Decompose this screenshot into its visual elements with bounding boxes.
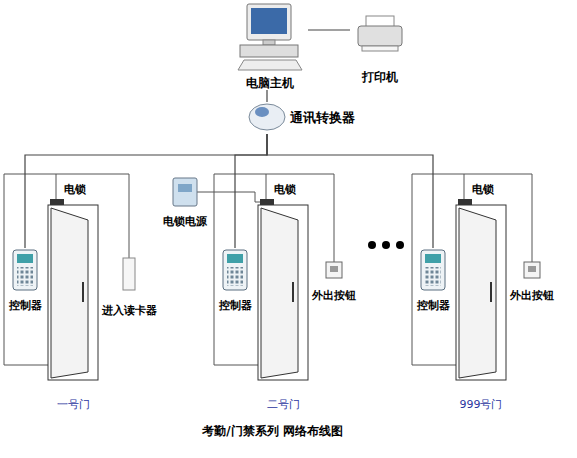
part-label: 电锁 xyxy=(64,183,86,196)
controller: 控制器 xyxy=(414,248,452,312)
part-label: 电锁 xyxy=(274,183,296,196)
converter: 通讯转换器 xyxy=(244,102,361,134)
connector xyxy=(25,134,267,248)
card-reader-icon xyxy=(123,258,135,290)
card-reader: 进入读卡器 xyxy=(100,255,159,317)
device-label: 通讯转换器 xyxy=(290,110,355,126)
device-label: 进入读卡器 xyxy=(102,304,157,317)
power-supply-icon xyxy=(173,178,197,206)
lock-power: 电锁电源 xyxy=(160,176,210,228)
door: 一号门 xyxy=(46,203,100,411)
connector xyxy=(267,134,433,248)
connector xyxy=(235,134,267,248)
ellipsis-dots xyxy=(368,241,404,249)
device-label: 一号门 xyxy=(57,398,90,411)
device-label: 电脑主机 xyxy=(246,76,294,90)
connector xyxy=(308,29,350,30)
device-label: 打印机 xyxy=(362,70,398,84)
device-label: 999号门 xyxy=(460,398,503,411)
door: 999号门 xyxy=(454,203,508,411)
printer-icon xyxy=(358,16,402,51)
controller: 控制器 xyxy=(216,248,254,312)
device-label: 二号门 xyxy=(267,398,300,411)
device-label: 外出按钮 xyxy=(312,289,356,302)
connector xyxy=(266,90,267,102)
printer: 打印机 xyxy=(350,12,410,84)
part-label: 电锁 xyxy=(472,183,494,196)
exit-button-icon xyxy=(326,262,540,278)
computer: 电脑主机 xyxy=(232,2,308,90)
door: 二号门 xyxy=(256,203,310,411)
door-drawing xyxy=(48,205,506,380)
computer-icon xyxy=(238,4,302,70)
exit-button: 外出按钮 xyxy=(310,258,358,302)
device-label: 控制器 xyxy=(219,299,252,312)
exit-button: 外出按钮 xyxy=(508,258,556,302)
device-label: 外出按钮 xyxy=(510,289,554,302)
converter-icon xyxy=(249,104,285,130)
device-label: 电锁电源 xyxy=(163,215,207,228)
device-label: 控制器 xyxy=(417,299,450,312)
device-label: 控制器 xyxy=(9,299,42,312)
caption: 考勤/门禁系列 网络布线图 xyxy=(0,424,545,438)
electric-lock xyxy=(50,199,472,205)
controller: 控制器 xyxy=(6,248,44,312)
controller-icon xyxy=(13,250,445,290)
